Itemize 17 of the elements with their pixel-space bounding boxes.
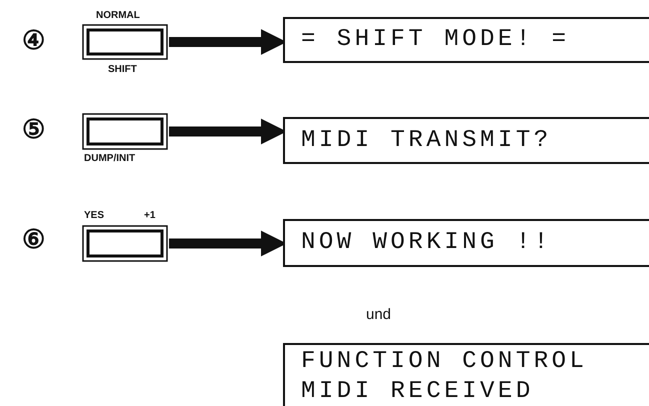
key-label: YES <box>84 210 104 221</box>
lcd-display <box>283 117 649 164</box>
lcd-display <box>283 219 649 267</box>
step-number: ⑥ <box>22 224 45 255</box>
note-text: und <box>366 306 392 323</box>
display-text: = SHIFT MODE! = <box>301 25 571 55</box>
step-number: ④ <box>22 25 45 56</box>
lcd-display <box>283 17 649 63</box>
display-text: NOW WORKING !! <box>301 228 553 258</box>
key-label: NORMAL <box>96 10 140 21</box>
display-text: FUNCTION CONTROL MIDI RECEIVED <box>301 347 588 406</box>
display-text: MIDI TRANSMIT? <box>301 126 553 156</box>
key-label: SHIFT <box>108 64 137 75</box>
key-label: +1 <box>144 210 156 221</box>
step-number: ⑤ <box>22 114 45 145</box>
lcd-display <box>283 343 649 406</box>
key-label: DUMP/INIT <box>84 153 136 164</box>
